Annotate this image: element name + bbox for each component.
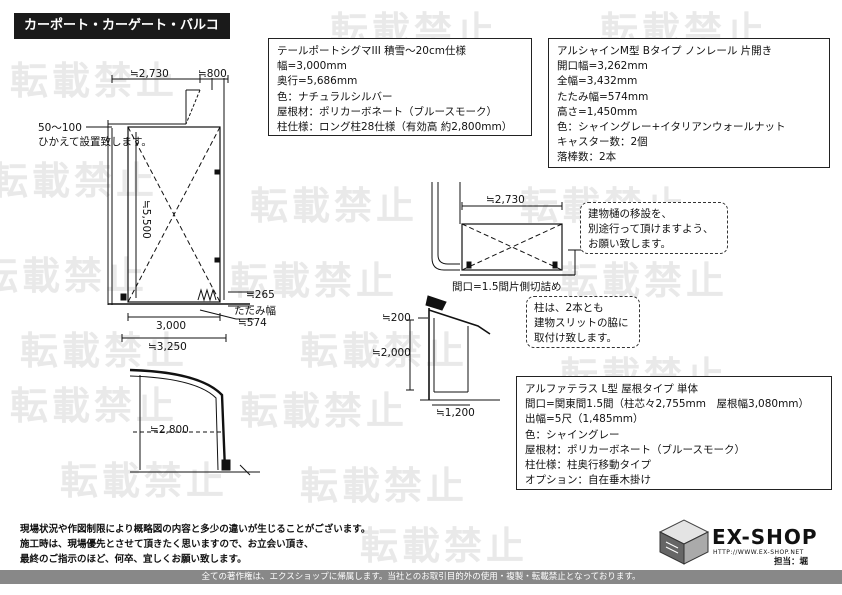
spec-line: 柱仕様：ロング柱28仕様（有効高 約2,800mm）: [277, 121, 513, 134]
copyright-footer: 全ての著作権は、エクスショップに帰属します。当社とのお取引目的外の使用・複製・転…: [0, 570, 842, 584]
watermark: 転載禁止: [300, 329, 469, 373]
watermark: 転載禁止: [240, 389, 409, 433]
callout-line: 別途行って頂けますよう、: [588, 223, 714, 235]
person-in-charge: 担当：堀: [774, 557, 809, 567]
gate-plan: [431, 182, 590, 276]
spec-line: 色：ナチュラルシルバー: [277, 90, 393, 103]
dim-terrace-top: ≒200: [382, 312, 411, 324]
spec-line: テールポートシグマIII 積雪〜20cm仕様: [277, 45, 466, 57]
spec-box-tailport: テールポートシグマIII 積雪〜20cm仕様 幅=3,000mm 奥行=5,68…: [268, 38, 532, 136]
callout-line: 建物樋の移設を、: [588, 208, 672, 220]
spec-line: 間口=関東間1.5間（柱芯々2,755mm 屋根幅3,080mm）: [525, 398, 810, 411]
exshop-logo: EX-SHOP HTTP://WWW.EX-SHOP.NET: [656, 515, 836, 567]
watermark: 転載禁止: [250, 184, 419, 228]
dim-carport-depth: ≒5,500: [140, 200, 152, 239]
carport-plan: [86, 75, 254, 342]
spec-line: アルファテラス L型 屋根タイプ 単体: [525, 383, 699, 395]
dim-terrace-bottom: ≒1,200: [436, 407, 475, 419]
dim-fold-width: ≒574: [238, 317, 267, 329]
callout-line: 取付け致します。: [534, 332, 617, 344]
spec-box-alshine: アルシャインM型 Bタイプ ノンレール 片開き 開口幅=3,262mm 全幅=3…: [548, 38, 830, 168]
spec-line: 色：シャイングレー+イタリアンウォールナット: [557, 121, 786, 134]
callout-line: お願い致します。: [588, 238, 671, 250]
dim-gate-width: ≒2,730: [486, 194, 525, 206]
dim-fold-label: たたみ幅: [234, 305, 276, 317]
watermark: 転載禁止: [20, 329, 189, 373]
note-line: 施工時は、現場優先とさせて頂きたく思いますので、お立会い頂き、: [20, 539, 314, 550]
watermark: 転載禁止: [10, 384, 179, 428]
spec-line: 屋根材：ポリカーボネート（ブルースモーク）: [277, 105, 497, 118]
gate-opening-note: 間口=1.5間片側切詰め: [452, 281, 562, 293]
dim-carport-height: ≒2,800: [150, 424, 189, 436]
note-line: 現場状況や作図制限により概略図の内容と多少の違いが生じることがございます。: [20, 524, 371, 535]
watermark: 転載禁止: [300, 464, 469, 508]
dim-carport-width-b: ≒3,250: [148, 341, 187, 353]
page-title: カーポート・カーゲート・バルコニー屋根: [14, 13, 230, 59]
spec-line: 開口幅=3,262mm: [557, 60, 648, 73]
disclaimer-notes: 現場状況や作図制限により概略図の内容と多少の違いが生じることがございます。 施工…: [20, 522, 370, 567]
callout-drain-relocation: 建物樋の移設を、 別途行って頂けますよう、 お願い致します。: [580, 202, 728, 254]
callout-line: 柱は、2本とも: [534, 302, 604, 314]
note-line: 最終のご指示のほど、何卒、宜しくお願い致します。: [20, 554, 247, 565]
spec-line: 高さ=1,450mm: [557, 105, 638, 118]
spec-line: オプション：自在垂木掛け: [525, 474, 651, 487]
callout-pillar-position: 柱は、2本とも 建物スリットの脇に 取付け致します。: [526, 296, 640, 348]
callout-line: 建物スリットの脇に: [534, 317, 629, 329]
spec-line: 落棒数：2本: [557, 151, 617, 164]
spec-line: 幅=3,000mm: [277, 60, 347, 73]
watermark: 転載禁止: [230, 259, 399, 303]
setback-note: ひかえて設置致します。: [38, 136, 152, 148]
exshop-logo-icon: [658, 519, 710, 565]
terrace-elevation: [406, 295, 500, 406]
spec-line: 出幅=5尺（1,485mm）: [525, 413, 644, 426]
watermark: 転載禁止: [360, 524, 529, 568]
dim-setback: 50〜100: [38, 122, 82, 134]
dim-terrace-height: ≒2,000: [372, 347, 411, 359]
spec-line: 全幅=3,432mm: [557, 75, 638, 88]
dim-fold-height: ≒265: [246, 289, 275, 301]
spec-line: 奥行=5,686mm: [277, 75, 358, 88]
spec-line: キャスター数：2個: [557, 136, 648, 149]
spec-line: たたみ幅=574mm: [557, 90, 649, 103]
watermark: 転載禁止: [560, 259, 729, 303]
spec-line: 柱仕様：柱奥行移動タイプ: [525, 459, 651, 472]
carport-elevation: [129, 368, 260, 476]
dim-carport-top-width: ≒2,730: [130, 68, 169, 80]
spec-line: 屋根材：ポリカーボネート（ブルースモーク）: [525, 443, 745, 456]
logo-name: EX-SHOP: [712, 525, 818, 549]
watermark: 転載禁止: [60, 459, 229, 503]
spec-line: 色：シャイングレー: [525, 428, 620, 441]
dim-carport-width-a: 3,000: [156, 320, 187, 332]
watermark: 転載禁止: [0, 254, 149, 298]
spec-box-alfaterrace: アルファテラス L型 屋根タイプ 単体 間口=関東間1.5間（柱芯々2,755m…: [516, 376, 832, 490]
dim-carport-top-right: ≒800: [198, 68, 227, 80]
spec-line: アルシャインM型 Bタイプ ノンレール 片開き: [557, 45, 773, 57]
watermark: 転載禁止: [10, 59, 179, 103]
logo-url: HTTP://WWW.EX-SHOP.NET: [713, 549, 804, 556]
